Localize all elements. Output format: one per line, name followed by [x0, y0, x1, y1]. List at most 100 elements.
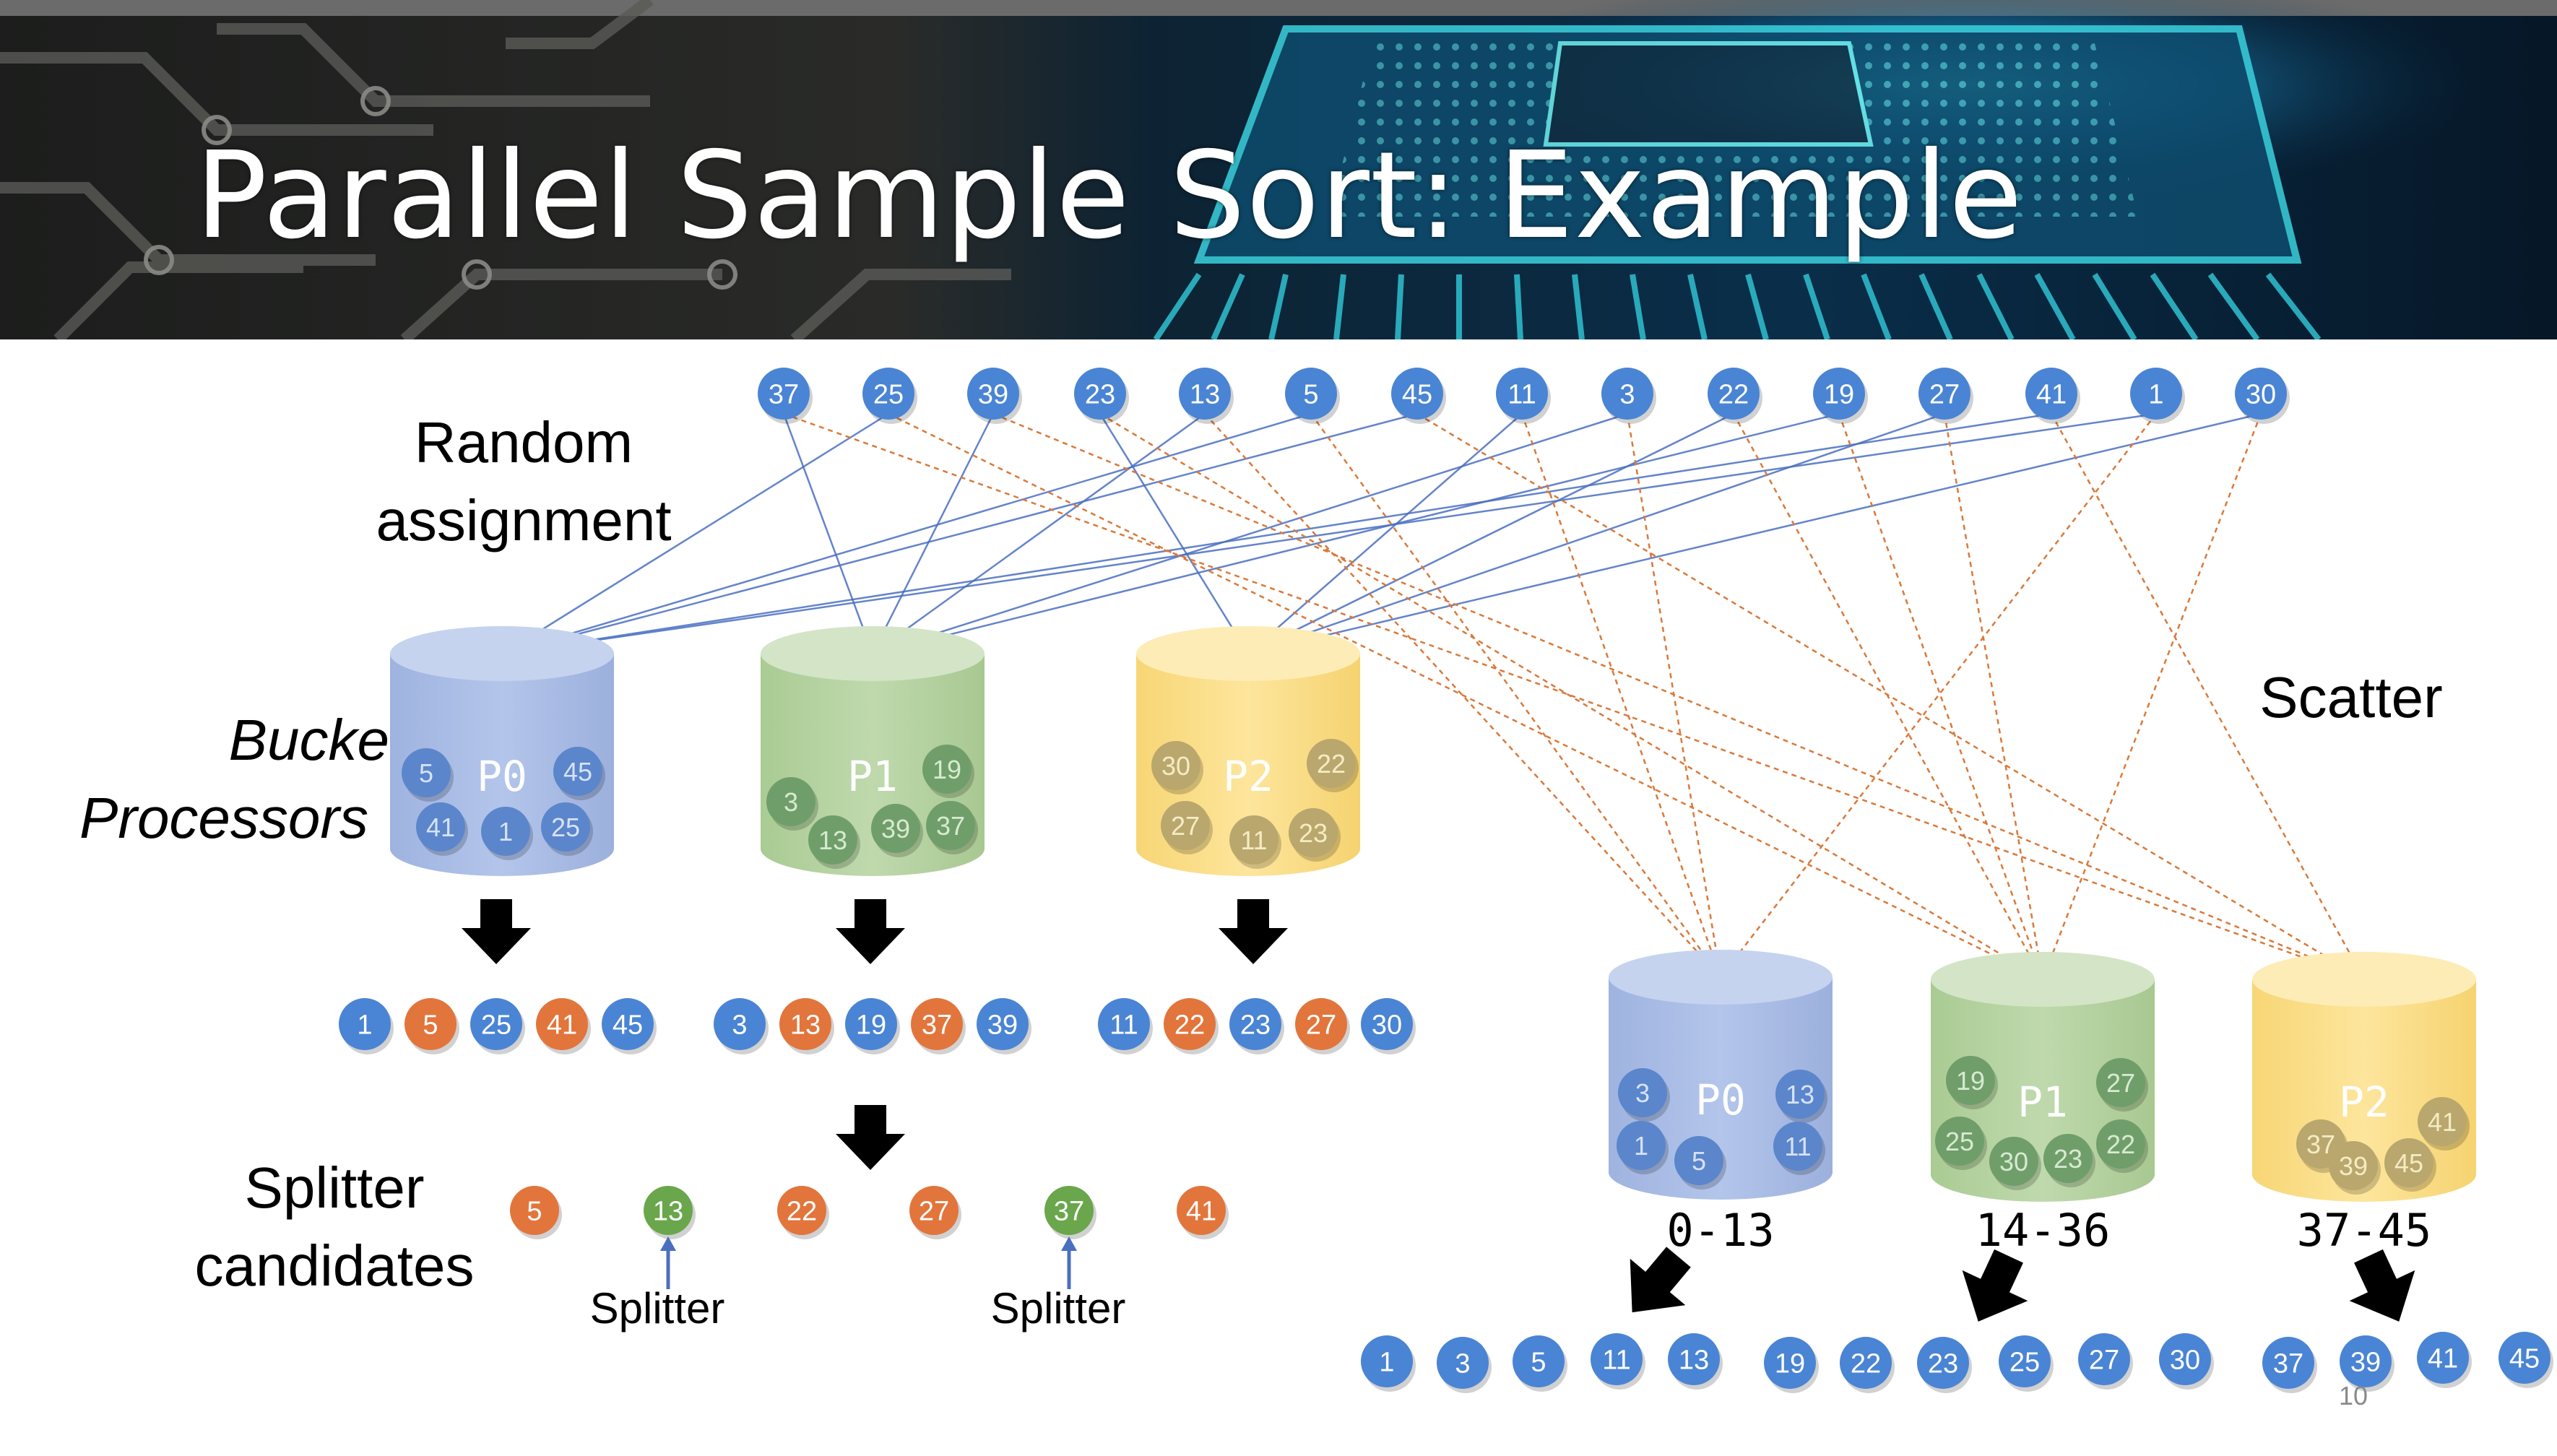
bucket-p0-item-1-circle	[481, 807, 530, 856]
bucket-p0-item-45-circle	[553, 747, 602, 796]
input-node-41-value: 41	[2036, 380, 2067, 410]
bucket-p2-label: P2	[1223, 752, 1273, 801]
splitter-candidate-41-circle	[1177, 1186, 1226, 1235]
result-bucket-p0-item-3-value: 3	[1635, 1078, 1650, 1108]
sorted-p2-item-30: 30	[1361, 998, 1416, 1054]
bucket-p2-item-27-value: 27	[1171, 811, 1200, 841]
bucket-p1-item-3-value: 3	[784, 787, 798, 817]
final-item-3-value: 3	[1455, 1349, 1470, 1379]
input-node-45-circle	[1391, 368, 1443, 420]
bucket-p2-item-30-circle	[1151, 741, 1200, 790]
splitter-candidate-22-value: 22	[787, 1197, 817, 1227]
sorted-p2-item-22-value: 22	[1174, 1010, 1205, 1041]
sorted-p0-item-41-circle	[536, 998, 588, 1050]
sorted-p2-item-27-circle	[1295, 998, 1347, 1050]
processors-label: Processors	[79, 786, 368, 850]
sorted-p1-item-37-circle	[911, 998, 963, 1050]
final-item-19-circle	[1764, 1337, 1816, 1389]
sorted-p1-item-19: 19	[845, 998, 900, 1054]
sorted-p2-item-22: 22	[1164, 998, 1219, 1054]
input-node-25-circle	[862, 368, 914, 420]
splitter-candidate-5-value: 5	[527, 1197, 542, 1227]
bucket-p0-item-5-circle	[402, 748, 451, 797]
splitter-label-13: Splitter	[590, 1284, 725, 1332]
input-node-39: 39	[967, 368, 1022, 424]
bucket-p0-item-25-circle	[541, 802, 590, 852]
assignment-line-11	[1247, 413, 1523, 654]
bucket-p0-item-45-value: 45	[563, 757, 592, 786]
result-bucket-p1-item-30-circle	[1989, 1137, 2038, 1186]
sorted-p0-item-25: 25	[470, 998, 525, 1054]
sorted-p1-item-13-value: 13	[790, 1010, 821, 1041]
final-item-39-value: 39	[2350, 1348, 2381, 1378]
scatter-line-11	[1520, 413, 1722, 978]
final-item-19-value: 19	[1775, 1349, 1805, 1379]
bucket-p1-item-3: 3	[766, 777, 818, 831]
sorted-p0-item-1: 1	[339, 998, 394, 1054]
down-arrow-sort-p1	[836, 899, 905, 964]
result-bucket-p0-item-5-value: 5	[1692, 1146, 1706, 1176]
sorted-p0-item-45-value: 45	[613, 1010, 643, 1041]
assignment-line-13	[872, 412, 1206, 655]
diag-arrow-p2	[2349, 1249, 2415, 1322]
sorted-p2-item-22-circle	[1164, 998, 1216, 1050]
scatter-line-45	[1416, 412, 2365, 981]
sorted-p1-item-19-value: 19	[856, 1010, 886, 1041]
result-bucket-p2-label: P2	[2339, 1078, 2389, 1127]
input-node-5-value: 5	[1303, 380, 1318, 410]
assignment-line-41	[503, 412, 2052, 655]
bucket-p1-label: P1	[847, 752, 898, 801]
bucket-p2-item-11-circle	[1229, 815, 1278, 864]
bucket-p1-item-19: 19	[922, 745, 974, 798]
sorted-p2-item-27: 27	[1295, 998, 1350, 1054]
bucket-p2-item-11-value: 11	[1240, 826, 1267, 855]
bucket-p2-item-22-circle	[1307, 739, 1356, 788]
result-bucket-p1-item-30: 30	[1989, 1137, 2041, 1190]
result-bucket-p0-item-1-circle	[1617, 1121, 1666, 1170]
sorted-p1-item-37-value: 37	[922, 1010, 952, 1041]
input-node-41: 41	[2025, 368, 2080, 424]
input-node-19: 19	[1813, 368, 1868, 424]
input-node-30-value: 30	[2246, 380, 2276, 410]
result-bucket-p0-label: P0	[1695, 1075, 1746, 1124]
scatter-line-1	[1720, 413, 2157, 978]
bucket-p2-item-27-circle	[1161, 801, 1210, 850]
splitter-candidate-5-circle	[510, 1186, 559, 1235]
final-item-39-circle	[2340, 1335, 2392, 1387]
final-item-41: 41	[2417, 1332, 2472, 1388]
input-node-11: 11	[1496, 368, 1551, 424]
result-bucket-p2-item-45-value: 45	[2394, 1148, 2423, 1178]
result-bucket-p1-item-25: 25	[1935, 1117, 1987, 1170]
input-node-22-value: 22	[1718, 380, 1749, 410]
bucket-p0-item-45: 45	[553, 747, 605, 800]
input-node-27-circle	[1918, 368, 1970, 420]
result-bucket-p1-item-19-value: 19	[1956, 1066, 1985, 1096]
bucket-p2-lid	[1136, 626, 1360, 681]
result-bucket-p1-item-23: 23	[2043, 1134, 2095, 1187]
result-bucket-p0-item-13-circle	[1775, 1070, 1825, 1119]
bucket-p1-item-13-circle	[808, 815, 857, 864]
random-assignment-label-line1: Random	[415, 410, 633, 474]
final-item-3: 3	[1437, 1337, 1492, 1393]
input-node-27: 27	[1918, 368, 1973, 424]
sorted-p0-item-25-value: 25	[481, 1010, 511, 1041]
input-node-45: 45	[1391, 368, 1446, 424]
range-label-1: 14-36	[1976, 1204, 2111, 1257]
range-label-2: 37-45	[2297, 1204, 2432, 1257]
bucket-p2-item-23-circle	[1289, 808, 1338, 857]
splitter-candidate-5: 5	[510, 1186, 562, 1239]
bucket-p1-item-13-value: 13	[818, 826, 847, 855]
scatter-line-37	[783, 412, 2365, 981]
scatter-line-25	[888, 412, 2043, 981]
sorted-p2-item-11: 11	[1098, 998, 1153, 1054]
sorted-p0-item-45-circle	[602, 998, 654, 1050]
final-item-27: 27	[2078, 1333, 2133, 1390]
result-bucket-p1-item-27-value: 27	[2106, 1068, 2135, 1098]
input-node-27-value: 27	[1929, 380, 1960, 410]
assignment-line-22	[1247, 412, 1734, 655]
sorted-p1-item-39-value: 39	[987, 1010, 1018, 1041]
result-bucket-p0-item-5: 5	[1674, 1136, 1726, 1190]
